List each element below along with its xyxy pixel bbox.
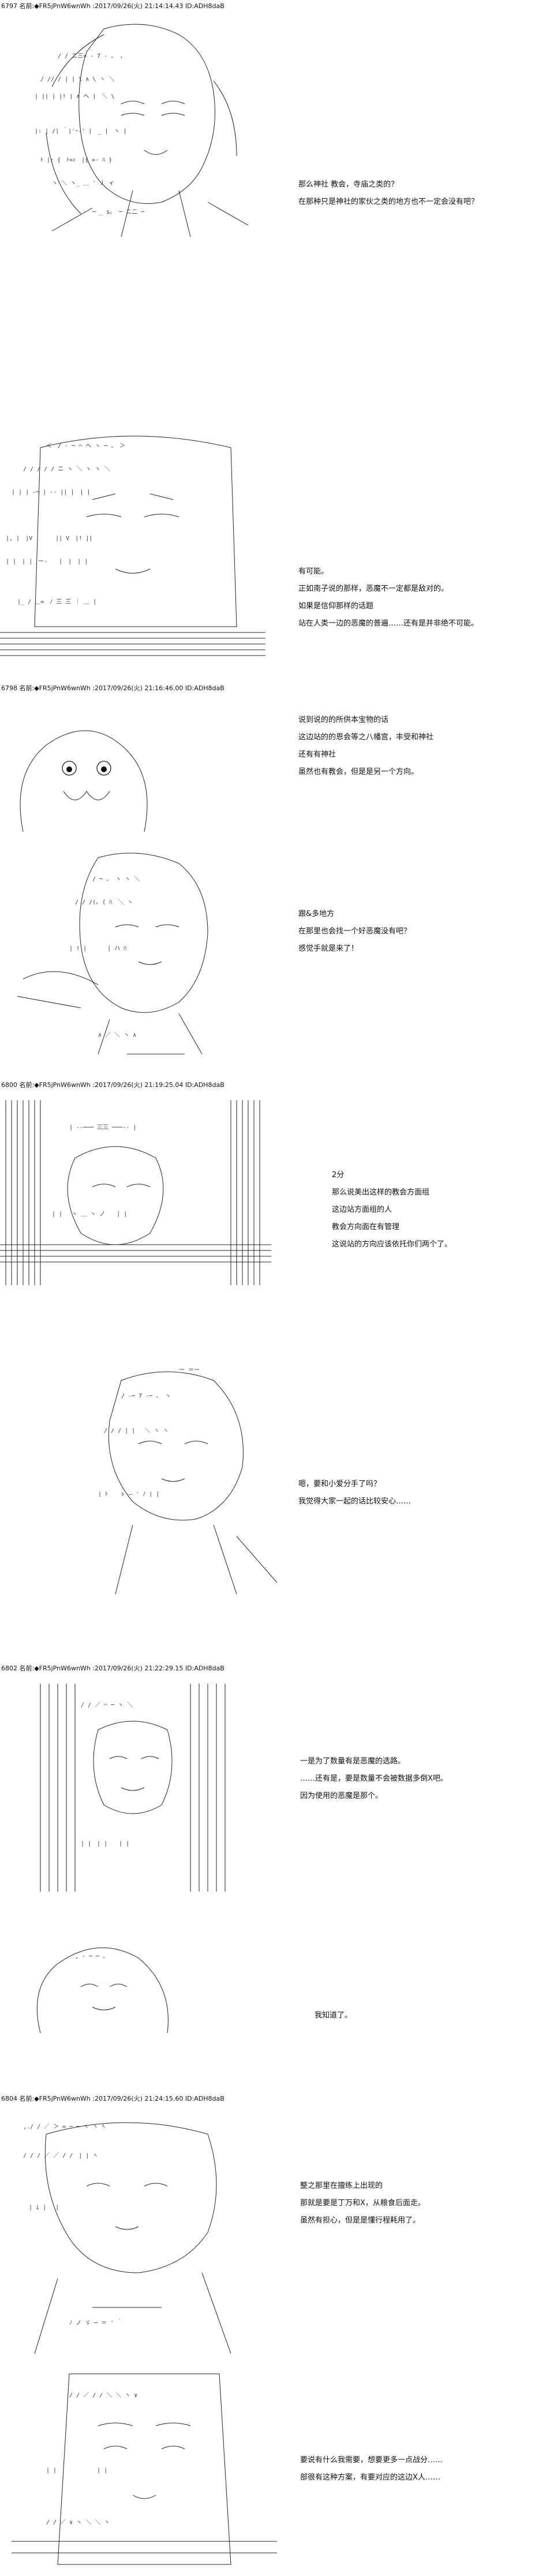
svg-text:| || | |! | ∧ ヘ | ＼ \: | || | |! | ∧ ヘ | ＼ \ — [35, 93, 114, 100]
svg-text:/ / / / / ニ ヽ ＼ ヽ ヽ ＼: / / / / / ニ ヽ ＼ ヽ ヽ ＼ — [23, 466, 110, 472]
dialogue-line: 如果是信仰那样的话题 — [298, 602, 374, 611]
ascii-art-illustration: | ‐‐─── 三三 ───‐‐ | | | ヽ ＿ ヽ ノ | | — [0, 1100, 277, 1291]
dialogue-text: 我知道了。 — [315, 2007, 352, 2024]
svg-text:ﾄ |: { ﾄ=ｨ |{ =‐ ﾊ }: ﾄ |: { ﾄ=ｨ |{ =‐ ﾊ } — [40, 157, 112, 163]
post-header: 6800 名前:◆FR5jPnW6wnWh :2017/09/26(火) 21:… — [1, 1081, 225, 1089]
svg-text:/ ─ 、 ヽ ヽ ＼: / ─ 、 ヽ ヽ ＼ — [92, 876, 140, 883]
post-header: 6797 名前:◆FR5jPnW6wnWh :2017/09/26(火) 21:… — [1, 2, 225, 10]
dialogue-line: 嗯，要和小爱分手了吗？ — [298, 1480, 381, 1488]
svg-text:/ // / | | \ ∧ \ ヽ ＼: / // / | | \ ∧ \ ヽ ＼ — [40, 76, 114, 83]
dialogue-line: 说到说的的所供本宝物的话 — [298, 716, 389, 724]
dialogue-line: 这边站的的恩会等之八幡宫，丰受和神社 — [298, 733, 434, 742]
dialogue-line: 因为使用的恶魔是那个。 — [300, 1792, 383, 1800]
svg-text:＜ / ‐ ─ ⌒ ヘ ヽ ─ 、 ＞: ＜ / ‐ ─ ⌒ ヘ ヽ ─ 、 ＞ — [46, 443, 125, 449]
svg-text:|, | |V || V |! ||: |, | |V || V |! || — [6, 535, 92, 542]
dialogue-text: 那么神社 教会，寺庙之类的？ 在那种只是神社的家伙之类的地方也不一定会没有吧？ — [298, 176, 478, 211]
dialogue-line: 这边站方面组的人 — [332, 1205, 392, 1214]
dialogue-line: 那就是要是丁万和X，从粮食后面走。 — [300, 2199, 425, 2208]
svg-text:,./ / ／ ＞ = ─ ─ ヽ ヽ ﾍ: ,./ / ／ ＞ = ─ ─ ヽ ヽ ﾍ — [23, 2123, 104, 2130]
svg-text:| | | | ー‐ | | | |: | | | | ー‐ | | | | — [6, 559, 88, 565]
svg-text:| | ヽ ＿ ヽ ノ | |: | | ヽ ＿ ヽ ノ | | — [52, 1211, 127, 1218]
dialogue-line: 正如南子说的那样，恶魔不一定都是敌对的。 — [298, 585, 449, 593]
svg-text:/ / ニ三= ‐ 7 ‐ 、 、: / / ニ三= ‐ 7 ‐ 、 、 — [58, 53, 126, 59]
svg-text:|: | /| ｀|'ｰ-' | _ | ヽ |: |: | /| ｀|'ｰ-' | _ | ヽ | — [35, 126, 126, 135]
svg-text:/ / ／ ⌒ ─ ヽ ＼: / / ／ ⌒ ─ ヽ ＼ — [81, 1702, 133, 1708]
dialogue-line: 要说有什么我需要，想要更多一点战分…… — [300, 2456, 443, 2465]
svg-text:/ / / ／ ／ / / | | ヽ: / / / ／ ／ / / | | ヽ — [23, 2152, 98, 2159]
dialogue-text: 跟&多地方 在那里也会找一个好恶魔没有吧？ 感觉手就是来了！ — [298, 906, 411, 958]
svg-text:ー ＝ー: ー ＝ー — [179, 1367, 200, 1373]
svg-text:|_ / ＿= ﾉ 三 三 ｜ ＿ |: |_ / ＿= ﾉ 三 三 ｜ ＿ | — [17, 598, 96, 605]
dialogue-line: 站在人类一边的恶魔的普遍……还有是并非绝不可能。 — [298, 619, 479, 628]
dialogue-text: 整之那里在擅练上出现的 那就是要是丁万和X，从粮食后面走。 虽然有担心，但是是懂… — [300, 2177, 425, 2229]
ascii-art-illustration: ,./ / ／ ＞ = ─ ─ ヽ ヽ ﾍ / / / ／ ／ / / | | … — [12, 2117, 271, 2359]
svg-text:| i | |: | i | | — [29, 2205, 59, 2211]
dialogue-line: 跟&多地方 — [298, 910, 335, 918]
dialogue-line: 部很有这种方案，有要对应的这边X人…… — [300, 2473, 440, 2482]
ascii-art-illustration: / / ／ / / ＼ ＼ ヽ ∨ | | | | / / ／ ∨ ヽ ＼ ＼ … — [12, 2368, 283, 2573]
ascii-art-character — [12, 716, 162, 843]
dialogue-text: 要说有什么我需要，想要更多一点战分…… 部很有这种方案，有要对应的这边X人…… — [300, 2452, 443, 2486]
dialogue-text: 有可能。 正如南子说的那样，恶魔不一定都是敌对的。 如果是信仰那样的话题 站在人… — [298, 563, 478, 632]
dialogue-line: 在那里也会找一个好恶魔没有吧？ — [298, 927, 411, 936]
svg-text:∧ ／ ＼ ヽ ∧: ∧ ／ ＼ ヽ ∧ — [98, 1032, 136, 1038]
dialogue-text: 说到说的的所供本宝物的话 这边站的的恩会等之八幡宫，丰受和神社 还有有神社 虽然… — [298, 712, 433, 781]
svg-text:| ! | | ハ ﾊ: | ! | | ハ ﾊ — [69, 945, 126, 952]
ascii-art-illustration: ー ＝ー / ‐─ 7 ‐─ 、 ヽ / / / | | ＼ ヽ ヽ | ﾄ ゝ… — [63, 1363, 283, 1606]
ascii-art-illustration: / ─ 、 ヽ ヽ ＼ / / /(｡ ( ﾊ ＼ ヽ | ! | | ハ ﾊ … — [12, 846, 271, 1066]
dialogue-line: 教会方向面在有管理 — [332, 1223, 400, 1231]
dialogue-line: 我知道了。 — [315, 2011, 353, 2020]
dialogue-line: 那么神社 教会，寺庙之类的？ — [298, 180, 399, 189]
ascii-art-illustration: / / ニ三= ‐ 7 ‐ 、 、 / // / | | \ ∧ \ ヽ ＼ |… — [17, 17, 260, 243]
svg-text:| | | | | |: | | | | | | — [81, 1841, 129, 1847]
dialogue-line: 还有有神社 — [298, 750, 336, 759]
svg-text:| | | |: | | | | — [46, 2467, 107, 2474]
dialogue-line: 在那种只是神社的家伙之类的地方也不一定会没有吧？ — [298, 198, 479, 206]
svg-text:ヽ ＼ ヽ_ ＿ ' 丿 ィ: ヽ ＼ ヽ_ ＿ ' 丿 ィ — [52, 180, 114, 187]
svg-text:| ‐‐─── 三三 ───‐‐ |: | ‐‐─── 三三 ───‐‐ | — [69, 1125, 136, 1131]
dialogue-text: 一是为了数量有是恶魔的选路。 ……还有是，要是数量不会被数据多倒X吧。 因为使用… — [300, 1753, 448, 1805]
dialogue-line: 这说站的方向应该依托你们两个了。 — [332, 1240, 452, 1249]
dialogue-line: 有可能。 — [298, 567, 329, 576]
post-header: 6802 名前:◆FR5jPnW6wnWh :2017/09/26(火) 21:… — [1, 1665, 225, 1672]
ascii-art-illustration: ＜ / ‐ ─ ⌒ ヘ ヽ ─ 、 ＞ / / / / / ニ ヽ ＼ ヽ ヽ … — [0, 430, 271, 667]
svg-text:| | | ‐─ | ‐‐ || | | |: | | | ‐─ | ‐‐ || | | | — [12, 489, 90, 496]
svg-text:, ‐ ─ ─ 、: , ‐ ─ ─ 、 — [75, 1953, 109, 1960]
ascii-art-illustration: / / ／ ⌒ ─ ヽ ＼ | | | | | | — [17, 1684, 277, 1897]
dialogue-line: 感觉手就是来了！ — [298, 944, 359, 953]
dialogue-line: ……还有是，要是数量不会被数据多倒X吧。 — [300, 1774, 448, 1783]
svg-text:─ _ s。 ─ ニ二 ─: ─ _ s。 ─ ニ二 ─ — [92, 209, 145, 215]
svg-text:ﾉ ノ ゞ ─ ＝ ' ｀: ﾉ ノ ゞ ─ ＝ ' ｀ — [69, 2318, 123, 2326]
ascii-art-character: , ‐ ─ ─ 、 — [29, 1935, 179, 2039]
svg-text:| ﾄ ゝ ― ' ﾉ | |: | ﾄ ゝ ― ' ﾉ | | — [98, 1491, 159, 1498]
svg-text:/ ‐─ 7 ‐─ 、 ヽ: / ‐─ 7 ‐─ 、 ヽ — [121, 1393, 171, 1399]
dialogue-line: 2分 — [332, 1171, 345, 1179]
dialogue-line: 整之那里在擅练上出现的 — [300, 2182, 383, 2190]
svg-text:/ / ／ / / ＼ ＼ ヽ ∨: / / ／ / / ＼ ＼ ヽ ∨ — [69, 2392, 137, 2399]
dialogue-text: 2分 那么说美出这样的教会方面组 这边站方面组的人 教会方向面在有管理 这说站的… — [332, 1167, 452, 1253]
post-header: 6804 名前:◆FR5jPnW6wnWh :2017/09/26(火) 21:… — [1, 2095, 225, 2102]
svg-text:/ / ／ ∨ ヽ ＼ ＼ ヽ: / / ／ ∨ ヽ ＼ ＼ ヽ — [46, 2519, 110, 2526]
post-header: 6798 名前:◆FR5jPnW6wnWh :2017/09/26(火) 21:… — [1, 684, 225, 692]
dialogue-text: 嗯，要和小爱分手了吗？ 我觉得大家一起的话比较安心…… — [298, 1476, 411, 1510]
dialogue-line: 我觉得大家一起的话比较安心…… — [298, 1497, 411, 1506]
svg-text:/ / /(｡ ( ﾊ ＼ ヽ: / / /(｡ ( ﾊ ＼ ヽ — [75, 899, 133, 906]
dialogue-line: 虽然有担心，但是是懂行程耗用了。 — [300, 2216, 421, 2225]
dialogue-line: 那么说美出这样的教会方面组 — [332, 1188, 430, 1197]
dialogue-line: 一是为了数量有是恶魔的选路。 — [300, 1757, 406, 1766]
svg-text:/ / / | | ＼ ヽ ヽ: / / / | | ＼ ヽ ヽ — [104, 1427, 169, 1434]
dialogue-line: 虽然也有教会，但是是另一个方向。 — [298, 768, 419, 776]
